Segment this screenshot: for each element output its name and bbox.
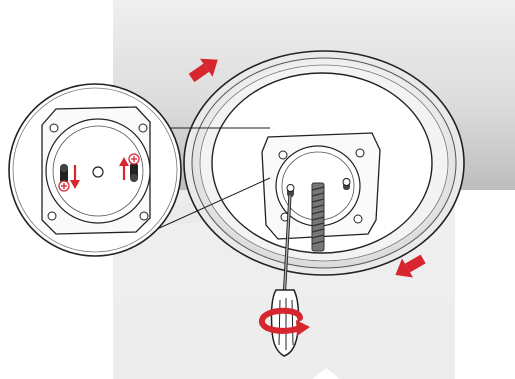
mounting-bracket [262,133,380,251]
detail-screw-tr [139,124,147,132]
threaded-rod [312,183,324,251]
bracket-screw-tr [356,149,364,157]
plus-circle-icon-right [129,154,139,164]
detail-zoom-circle [9,84,181,256]
plus-circle-icon-left [59,181,69,191]
keyhole-slot-right [130,162,138,182]
detail-screw-br [140,212,148,220]
keyhole-screw-right [343,178,350,190]
detail-screw-tl [50,124,58,132]
center-hole [93,167,103,177]
bracket-screw-tl [279,151,287,159]
detail-screw-bl [48,212,56,220]
bracket-screw-br [354,215,362,223]
